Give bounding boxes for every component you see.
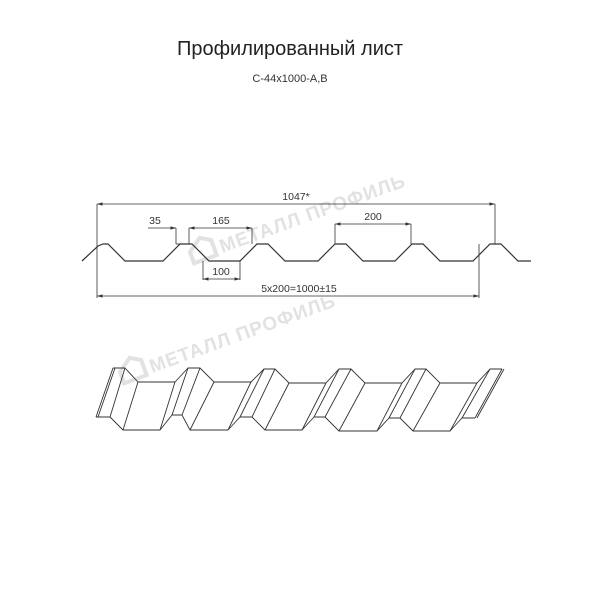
watermark-bottom: МЕТАЛЛ ПРОФИЛЬ [117, 291, 339, 386]
title-text: Профилированный лист [176, 38, 404, 60]
subtitle-text: С-44х1000-А,В [252, 73, 328, 85]
isometric-sheet [95, 367, 505, 432]
dimension-lines [96, 202, 496, 298]
dim-trough-bottom: 100 [212, 266, 230, 278]
dim-pitch: 200 [364, 211, 382, 223]
dim-crest-span: 165 [212, 215, 230, 227]
drawing-subtitle: С-44х1000-А,В [0, 73, 600, 85]
dim-total-width: 1047* [282, 191, 309, 203]
drawing-title: Профилированный лист [0, 38, 600, 61]
dimension-labels: 1047* 35 165 200 100 5х200=1000±15 [149, 191, 382, 295]
profile-section [81, 243, 531, 262]
svg-text:МЕТАЛЛ ПРОФИЛЬ: МЕТАЛЛ ПРОФИЛЬ [147, 291, 339, 378]
dim-working-width: 5х200=1000±15 [261, 283, 337, 295]
dim-crest-top: 35 [149, 215, 161, 227]
